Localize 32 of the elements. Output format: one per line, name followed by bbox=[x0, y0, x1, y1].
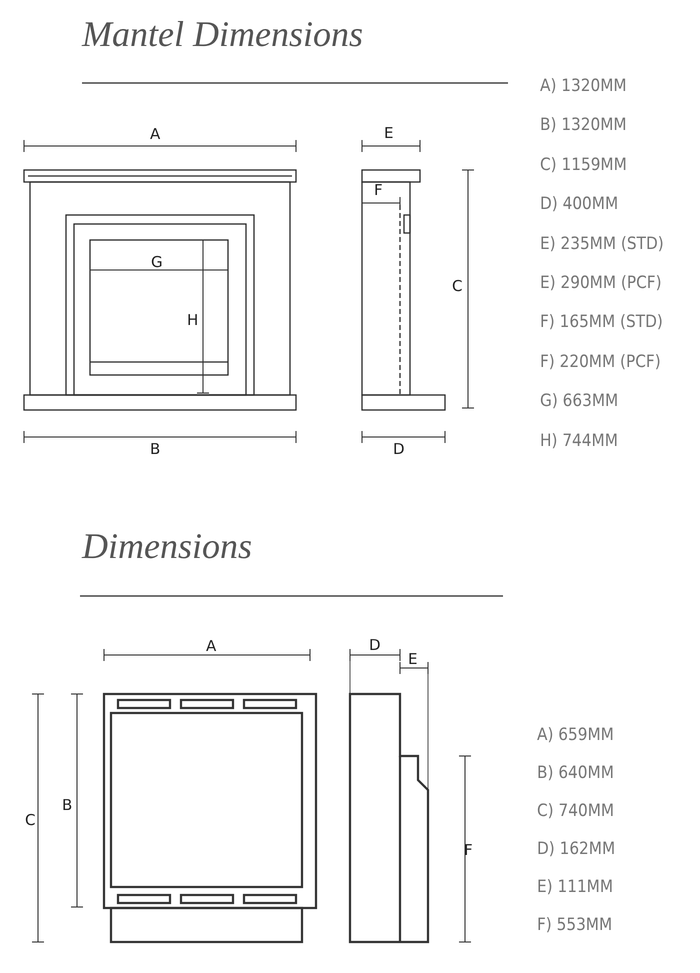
dimension-value: D) 400MM bbox=[540, 196, 618, 214]
dimension-letter: D bbox=[369, 638, 381, 653]
dimension-value: F) 553MM bbox=[537, 917, 612, 934]
heading: Mantel Dimensions bbox=[82, 16, 363, 52]
dimension-letter: H bbox=[187, 313, 198, 328]
dimension-letter: E bbox=[408, 652, 418, 667]
dimension-value: F) 165MM (STD) bbox=[540, 314, 663, 332]
dimension-letter: B bbox=[150, 442, 160, 457]
dimension-letter: F bbox=[374, 183, 383, 198]
dimension-letter: A bbox=[206, 639, 216, 654]
dimension-letter: G bbox=[151, 255, 163, 270]
dimension-value: E) 235MM (STD) bbox=[540, 236, 664, 253]
dimension-value: E) 290MM (PCF) bbox=[540, 275, 662, 292]
dimension-letter: B bbox=[62, 798, 72, 813]
dimension-value: G) 663MM bbox=[540, 393, 618, 410]
dimension-letter: C bbox=[25, 813, 36, 828]
dimension-value: E) 111MM bbox=[537, 879, 614, 896]
dimension-letter: D bbox=[393, 442, 405, 457]
dimension-value: A) 1320MM bbox=[540, 78, 627, 95]
dimension-value: B) 640MM bbox=[537, 765, 614, 782]
dimension-value: B) 1320MM bbox=[540, 117, 627, 134]
dimension-value: H) 744MM bbox=[540, 432, 618, 450]
dimension-value: A) 659MM bbox=[537, 727, 614, 744]
dimension-value: C) 740MM bbox=[537, 803, 614, 820]
dimension-letter: C bbox=[452, 279, 462, 294]
dimension-letter: F bbox=[464, 843, 473, 858]
dimension-value: F) 220MM (PCF) bbox=[540, 354, 661, 371]
dimension-value: C) 1159MM bbox=[540, 156, 627, 174]
heading: Dimensions bbox=[82, 528, 252, 564]
dimension-value: D) 162MM bbox=[537, 841, 616, 858]
dimension-letter: E bbox=[384, 126, 394, 141]
dimension-letter: A bbox=[150, 127, 160, 142]
